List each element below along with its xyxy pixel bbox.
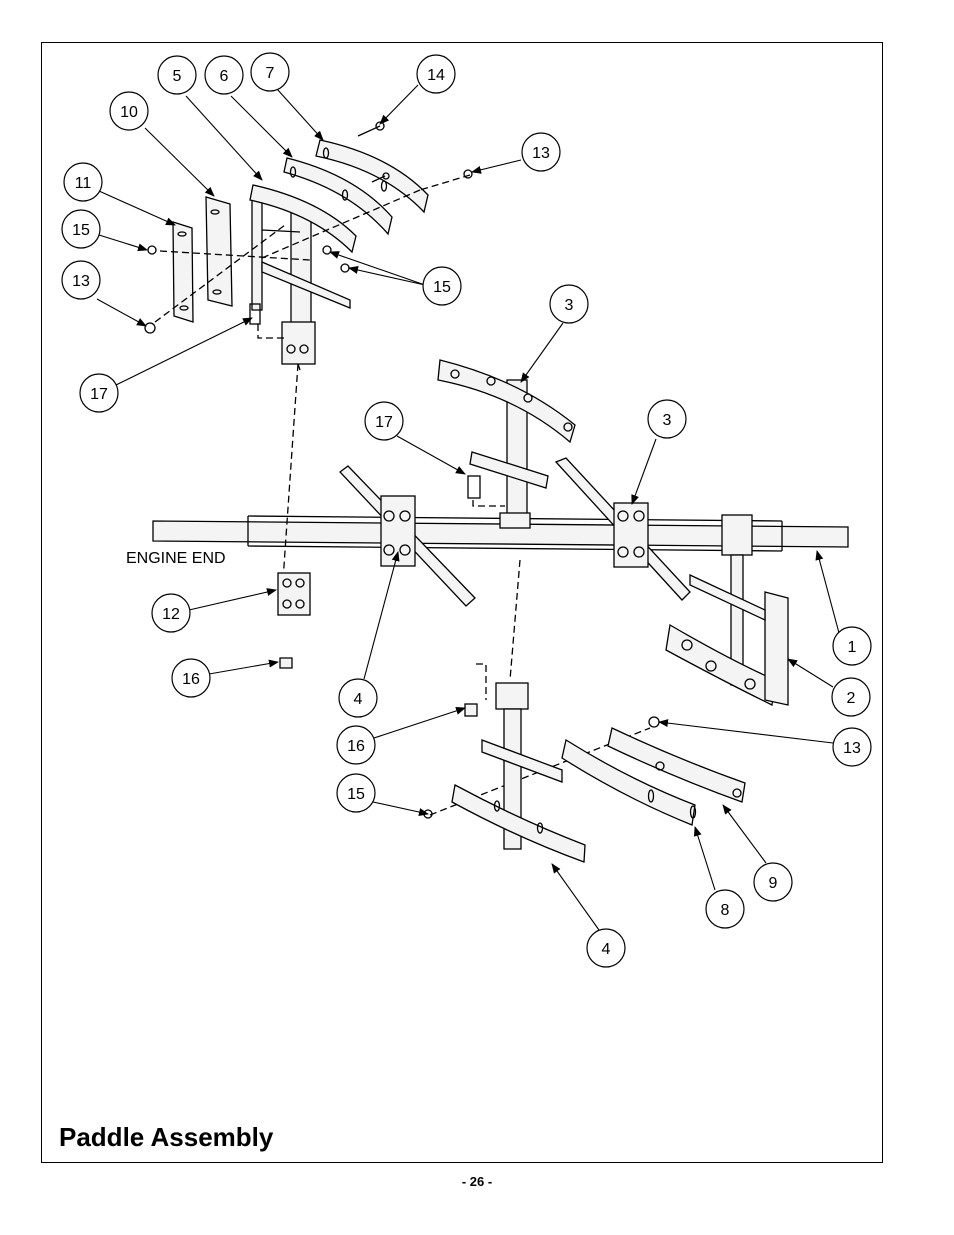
svg-text:5: 5 bbox=[173, 68, 182, 85]
svg-text:3: 3 bbox=[565, 297, 574, 314]
callout-8: 8 bbox=[705, 889, 745, 929]
svg-text:16: 16 bbox=[347, 738, 365, 755]
svg-text:9: 9 bbox=[769, 875, 778, 892]
plates-10-11 bbox=[172, 196, 233, 323]
callout-13-left: 13 bbox=[61, 260, 101, 300]
svg-text:15: 15 bbox=[72, 222, 90, 239]
svg-text:8: 8 bbox=[721, 902, 730, 919]
svg-text:10: 10 bbox=[120, 104, 138, 121]
left-diagonal-arm bbox=[339, 465, 476, 607]
svg-text:12: 12 bbox=[162, 606, 180, 623]
svg-text:1: 1 bbox=[848, 639, 857, 656]
callout-15-lower: 15 bbox=[336, 773, 376, 813]
callout-6: 6 bbox=[204, 55, 244, 95]
callout-13-top: 13 bbox=[521, 132, 561, 172]
svg-text:14: 14 bbox=[427, 67, 445, 84]
svg-text:3: 3 bbox=[663, 412, 672, 429]
right-paddle-assembly bbox=[665, 514, 789, 706]
callout-15-upper: 15 bbox=[422, 266, 462, 306]
top-paddle-assembly bbox=[437, 359, 576, 529]
callout-15-left: 15 bbox=[61, 209, 101, 249]
clamp-12 bbox=[277, 572, 311, 669]
svg-text:15: 15 bbox=[433, 279, 451, 296]
lower-paddle-assembly bbox=[423, 682, 746, 863]
svg-text:13: 13 bbox=[843, 740, 861, 757]
svg-text:7: 7 bbox=[266, 65, 275, 82]
callout-17-center: 17 bbox=[364, 401, 404, 441]
callout-16-left: 16 bbox=[171, 658, 211, 698]
callout-16-lower: 16 bbox=[336, 725, 376, 765]
callout-14: 14 bbox=[416, 54, 456, 94]
svg-text:13: 13 bbox=[72, 273, 90, 290]
callout-12: 12 bbox=[151, 593, 191, 633]
callout-3-right: 3 bbox=[647, 399, 687, 439]
svg-text:6: 6 bbox=[220, 68, 229, 85]
callout-17-left: 17 bbox=[79, 373, 119, 413]
page-number: - 26 - bbox=[461, 1174, 493, 1189]
callout-11: 11 bbox=[63, 162, 103, 202]
callout-4-lower: 4 bbox=[586, 928, 626, 968]
callout-7: 7 bbox=[250, 52, 290, 92]
page-title: Paddle Assembly bbox=[59, 1122, 274, 1152]
page-frame bbox=[41, 42, 883, 1163]
svg-text:15: 15 bbox=[347, 786, 365, 803]
callout-3-top: 3 bbox=[549, 284, 589, 324]
callout-bubbles: 5 6 7 14 10 13 11 15 13 15 17 3 17 3 12 … bbox=[61, 52, 872, 968]
svg-text:13: 13 bbox=[532, 145, 550, 162]
svg-text:11: 11 bbox=[75, 175, 92, 192]
engine-end-label: ENGINE END bbox=[126, 550, 226, 567]
callout-5: 5 bbox=[157, 55, 197, 95]
callout-9: 9 bbox=[753, 862, 793, 902]
upper-paddle-blades bbox=[249, 139, 429, 254]
svg-text:16: 16 bbox=[182, 671, 200, 688]
leader-lines bbox=[96, 84, 840, 931]
svg-text:2: 2 bbox=[847, 690, 856, 707]
svg-text:17: 17 bbox=[90, 386, 108, 403]
callout-2: 2 bbox=[831, 677, 871, 717]
svg-text:17: 17 bbox=[375, 414, 393, 431]
callout-4-center: 4 bbox=[338, 678, 378, 718]
right-diagonal-arm bbox=[554, 457, 691, 601]
callout-10: 10 bbox=[109, 91, 149, 131]
svg-text:4: 4 bbox=[354, 691, 363, 708]
callout-13-lower: 13 bbox=[832, 727, 872, 767]
callout-1: 1 bbox=[832, 626, 872, 666]
svg-text:4: 4 bbox=[602, 941, 611, 958]
